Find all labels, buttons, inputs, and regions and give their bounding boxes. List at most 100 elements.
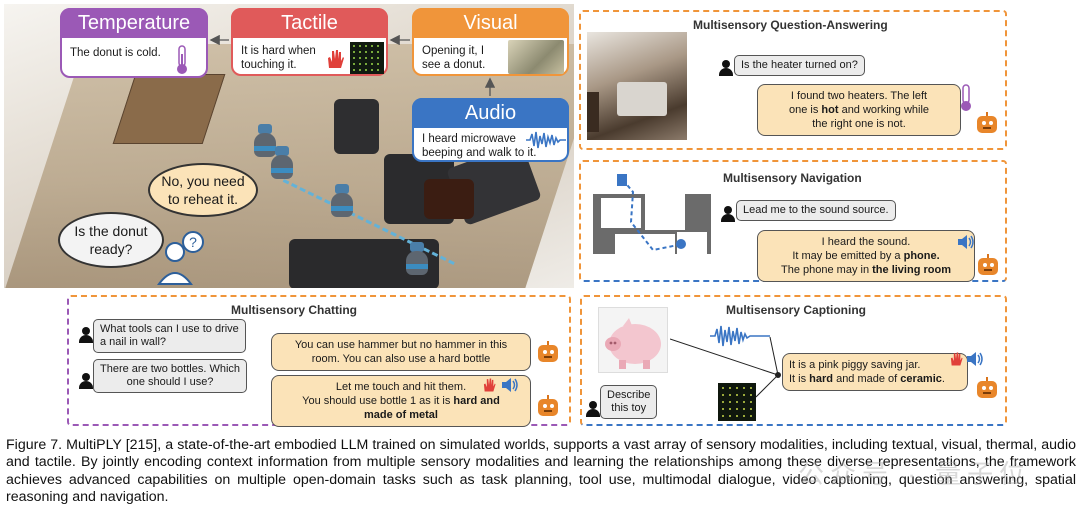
navigation-answer-bold: phone. [903, 250, 940, 262]
chat-answer-bold: made of metal [364, 409, 438, 421]
navigation-answer-line: The phone may in the living room [764, 263, 968, 277]
robot-icon [977, 254, 999, 276]
audio-card: Audio I heard microwave beeping and walk… [412, 98, 569, 162]
visual-card: Visual Opening it, I see a donut. [412, 8, 569, 76]
chat-answer-text: You should use bottle 1 as it is [302, 395, 454, 407]
navigation-answer-line: It may be emitted by a phone. [764, 249, 968, 263]
robot [404, 242, 430, 276]
qa-answer-text: and working while [838, 104, 930, 116]
chat-answer-line: You can use hammer but no hammer in this [294, 339, 508, 351]
user-speech-bubble: Is the donut ready? [58, 212, 164, 268]
tactile-card: Tactile It is hard when touching it. [231, 8, 388, 76]
thermometer-icon [177, 45, 187, 74]
navigation-answer-text: The phone may in [781, 264, 873, 276]
navigation-answer-bold: the living room [872, 264, 951, 276]
card-arrows [209, 34, 496, 96]
chat-answer-1: You can use hammer but no hammer in this… [271, 333, 531, 371]
chat-question-line: There are two bottles. Which [100, 363, 241, 375]
chat-answer-2: Let me touch and hit them. You should us… [271, 375, 531, 427]
robot-speech-line: No, you need [161, 173, 245, 189]
navigation-answer: I heard the sound. It may be emitted by … [757, 230, 975, 282]
captioning-answer: It is a pink piggy saving jar. It is har… [782, 353, 968, 391]
captioning-answer-text: It is [789, 373, 810, 385]
audio-text-line: beeping and walk to it. [422, 147, 537, 159]
fridge-image [508, 40, 564, 74]
person-question-icon: ? [157, 231, 204, 285]
captioning-prompt-line: this toy [611, 402, 647, 414]
audio-text-line: I heard microwave [422, 133, 516, 145]
tactile-sensor-dots [353, 45, 379, 71]
user-icon [721, 206, 735, 222]
rug [424, 179, 474, 219]
robot-icon [537, 395, 559, 417]
chat-answer-line: room. You can also use a hard bottle [311, 353, 491, 365]
thermometer-icon [961, 84, 971, 111]
user-icon [719, 60, 733, 76]
soundwave-icon [526, 131, 566, 149]
chat-answer-line: You should use bottle 1 as it is hard an… [278, 394, 524, 408]
captioning-answer-bold: hard [809, 373, 834, 385]
svg-text:?: ? [189, 234, 197, 250]
speaker-icon [502, 378, 518, 392]
robot-icon [976, 377, 998, 399]
qa-answer-line: the right one is not. [812, 118, 906, 130]
chat-question-1: What tools can I use to drive a nail in … [93, 319, 246, 353]
chat-question-2: There are two bottles. Which one should … [93, 359, 248, 393]
user-speech-line: ready? [89, 241, 133, 257]
chat-question-line: one should I use? [126, 376, 214, 388]
qa-panel: Multisensory Question-Answering Is the h… [579, 10, 1007, 150]
captioning-panel: Multisensory Captioning Describe th [580, 295, 1007, 426]
qa-answer-text: one is [788, 104, 822, 116]
qa-question: Is the heater turned on? [734, 55, 865, 76]
tactile-text-line: touching it. [241, 59, 297, 71]
navigation-title: Multisensory Navigation [723, 171, 862, 185]
tactile-sensor-dots [722, 387, 752, 417]
tactile-text-line: It is hard when [241, 45, 316, 57]
dresser [587, 92, 599, 132]
qa-answer: I found two heaters. The left one is hot… [757, 84, 961, 136]
captioning-title: Multisensory Captioning [726, 303, 867, 317]
hand-icon [950, 352, 963, 366]
visual-text-line: Opening it, I [422, 45, 485, 57]
qa-answer-line: one is hot and working while [764, 103, 954, 117]
bedroom-image [587, 32, 687, 140]
robot [252, 124, 278, 158]
piggy-bank-icon [605, 318, 661, 369]
speaker-icon [967, 352, 983, 366]
bed [617, 82, 667, 116]
qa-title: Multisensory Question-Answering [693, 18, 888, 32]
hand-icon [483, 378, 496, 392]
captioning-answer-bold: ceramic [900, 373, 942, 385]
user-icon [79, 373, 93, 389]
robot [269, 146, 295, 180]
navigation-question: Lead me to the sound source. [736, 200, 896, 221]
navigation-panel: Multisensory Navigation Lead me to the s… [579, 160, 1007, 282]
captioning-prompt: Describe this toy [600, 385, 658, 419]
navigation-answer-text: It may be emitted by a [792, 250, 904, 262]
navigation-answer-line: I heard the sound. [821, 236, 911, 248]
temperature-text: The donut is cold. [70, 47, 161, 59]
chat-answer-bold: hard and [453, 395, 500, 407]
speaker-icon [958, 235, 974, 249]
chatting-title: Multisensory Chatting [231, 303, 358, 317]
tactile-title: Tactile [231, 8, 388, 38]
captioning-answer-text: . [941, 373, 945, 385]
audio-title: Audio [412, 98, 569, 128]
captioning-prompt-line: Describe [607, 389, 651, 401]
navigation-map [593, 174, 711, 270]
robot-speech-line: to reheat it. [167, 191, 239, 207]
tactile-sensor-image [718, 383, 756, 421]
caption-connectors [670, 336, 781, 398]
robot-speech-bubble: No, you need to reheat it. [148, 163, 258, 217]
robot-icon [976, 112, 998, 134]
chat-question-line: a nail in wall? [100, 336, 167, 348]
piggy-bank-image [598, 307, 668, 373]
visual-title: Visual [412, 8, 569, 38]
robot [329, 184, 355, 218]
captioning-answer-text: and made of [833, 373, 901, 385]
qa-answer-line: I found two heaters. The left [790, 90, 928, 102]
robot-icon [537, 341, 559, 363]
temperature-title: Temperature [60, 8, 208, 38]
chat-answer-line: Let me touch and hit them. [335, 381, 467, 393]
armchair [334, 99, 379, 154]
